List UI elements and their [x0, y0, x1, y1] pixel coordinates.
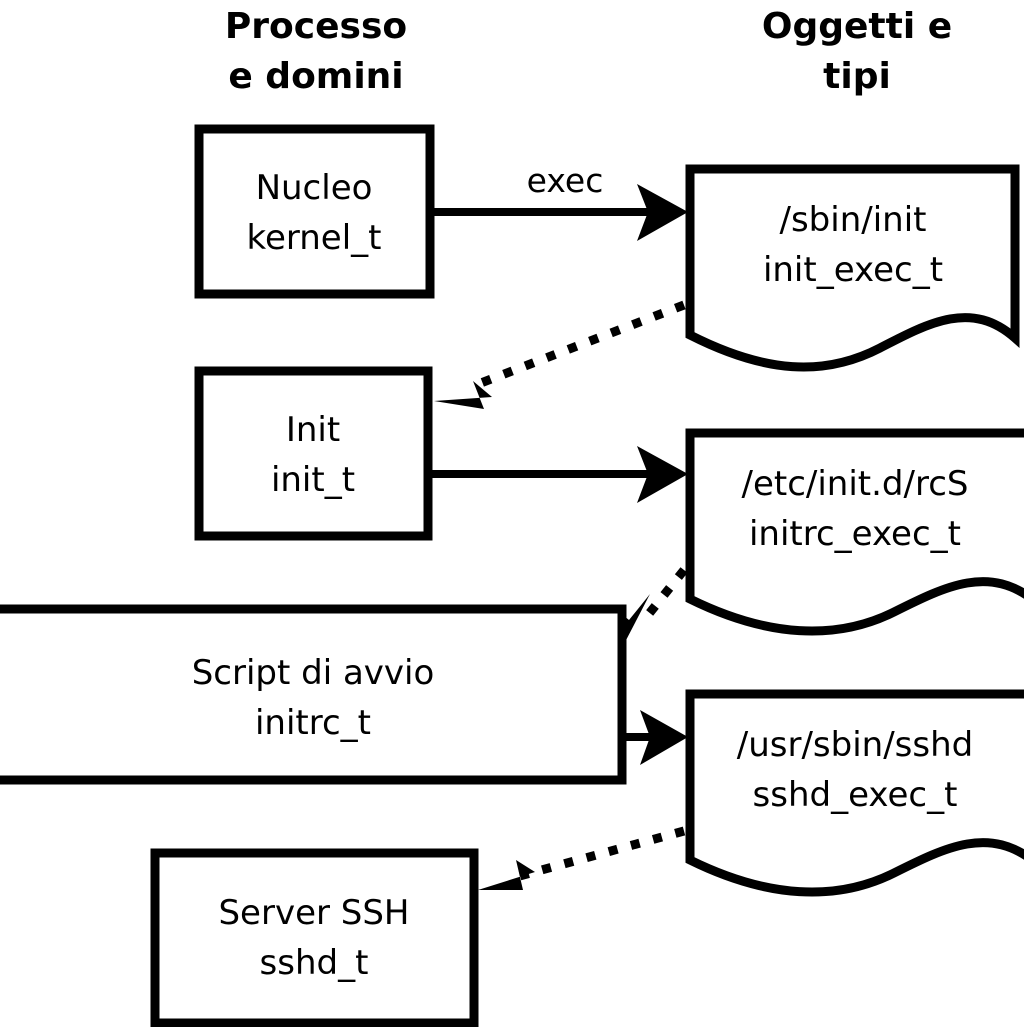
edge-init-to-initrc-exec: [432, 446, 688, 503]
node-initrc-exec-line1: /etc/init.d/rcS: [742, 464, 969, 504]
edge-sshd-exec-to-sshd: [478, 826, 686, 890]
node-init[interactable]: Init init_t: [194, 366, 433, 541]
node-init-line1: Init: [286, 410, 340, 450]
node-sshd-line2: sshd_t: [260, 943, 369, 983]
column-header-process-line2: e domini: [228, 56, 403, 97]
edge-kernel-to-init-exec: exec: [434, 161, 688, 241]
edge-init-exec-to-init-arrowhead: [434, 381, 492, 409]
node-initrc-exec-line2: initrc_exec_t: [749, 514, 961, 554]
node-initrc[interactable]: Script di avvio initrc_t: [0, 604, 627, 785]
edge-kernel-to-init-exec-arrowhead: [637, 184, 688, 241]
edge-init-exec-to-init: [434, 300, 686, 409]
column-header-objects-line2: tipi: [823, 56, 891, 97]
edge-init-to-initrc-exec-arrowhead: [637, 446, 688, 503]
node-init-line2: init_t: [271, 460, 355, 500]
edge-label-exec: exec: [527, 161, 604, 200]
node-init-exec-line1: /sbin/init: [780, 200, 927, 240]
node-sshd-exec-line1: /usr/sbin/sshd: [737, 725, 973, 765]
node-initrc-line1: Script di avvio: [192, 653, 435, 693]
column-header-objects-line1: Oggetti e: [762, 6, 952, 47]
edge-init-exec-to-init-line: [471, 300, 686, 391]
node-kernel[interactable]: Nucleo kernel_t: [194, 124, 435, 299]
node-initrc-line2: initrc_t: [255, 703, 371, 743]
node-kernel-line1: Nucleo: [256, 168, 373, 208]
column-header-process: Processo e domini: [225, 6, 407, 97]
column-header-objects: Oggetti e tipi: [762, 6, 952, 97]
node-init-box[interactable]: [194, 366, 433, 541]
node-sshd-exec[interactable]: /usr/sbin/sshd sshd_exec_t: [685, 689, 1024, 897]
edge-initrc-exec-to-initrc-line: [644, 567, 688, 618]
node-init-exec[interactable]: /sbin/init init_exec_t: [685, 164, 1020, 372]
node-sshd-line1: Server SSH: [218, 893, 409, 933]
node-sshd-exec-line2: sshd_exec_t: [753, 775, 958, 815]
edge-initrc-to-sshd-exec: [626, 710, 688, 765]
node-initrc-box[interactable]: [0, 604, 627, 785]
node-initrc-exec-doc[interactable]: [685, 428, 1024, 636]
column-header-process-line1: Processo: [225, 6, 407, 47]
node-sshd[interactable]: Server SSH sshd_t: [150, 848, 479, 1027]
node-initrc-exec[interactable]: /etc/init.d/rcS initrc_exec_t: [685, 428, 1024, 636]
node-kernel-box[interactable]: [194, 124, 435, 299]
node-sshd-box[interactable]: [150, 848, 479, 1027]
edge-initrc-to-sshd-exec-arrowhead: [640, 710, 688, 765]
node-kernel-line2: kernel_t: [246, 218, 381, 258]
node-sshd-exec-doc[interactable]: [685, 689, 1024, 897]
node-init-exec-doc[interactable]: [685, 164, 1020, 372]
edge-sshd-exec-to-sshd-line: [514, 826, 686, 882]
edge-sshd-exec-to-sshd-arrowhead: [478, 860, 535, 890]
node-init-exec-line2: init_exec_t: [763, 250, 943, 290]
